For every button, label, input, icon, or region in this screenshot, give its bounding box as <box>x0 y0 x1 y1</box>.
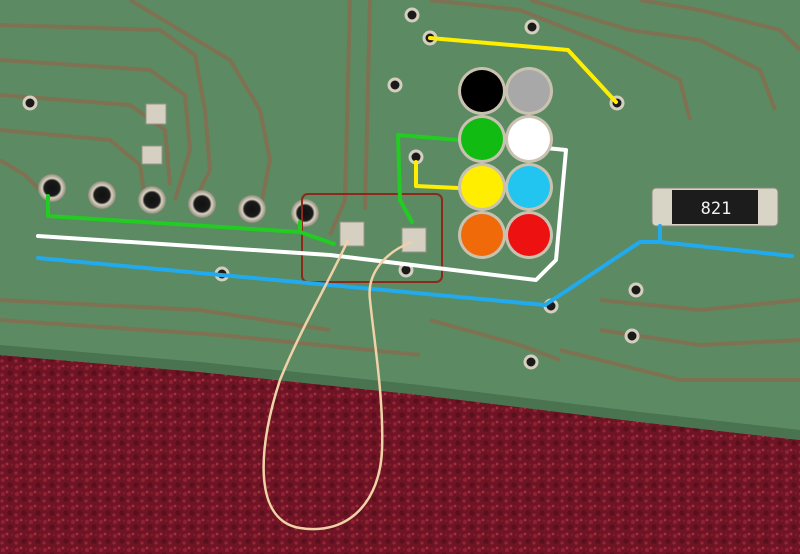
through-hole <box>138 186 166 214</box>
marker-green <box>461 118 503 160</box>
marker-yellow <box>461 166 503 208</box>
solder-pad <box>339 221 365 247</box>
marker-black <box>461 70 503 112</box>
through-hole <box>291 199 319 227</box>
via-hole <box>624 328 640 344</box>
yellow-line-2 <box>414 160 460 190</box>
copper-traces <box>0 0 800 382</box>
solder-pad <box>401 227 427 253</box>
connector-holes <box>38 174 319 227</box>
wire-markers <box>458 67 553 259</box>
cyan-line-2 <box>658 240 794 258</box>
square-pad <box>145 103 167 125</box>
through-hole <box>238 195 266 223</box>
yellow-line <box>428 36 618 104</box>
marker-red <box>508 214 550 256</box>
board-edge <box>0 345 800 440</box>
loose-wire <box>262 239 413 531</box>
white-line <box>36 146 568 282</box>
marker-cyan <box>508 166 550 208</box>
marker-gray <box>508 70 550 112</box>
green-line-2 <box>298 230 336 246</box>
cyan-line <box>36 224 662 307</box>
via-hole <box>628 282 644 298</box>
green-line <box>46 194 302 234</box>
through-hole <box>38 174 66 202</box>
via-hole <box>523 354 539 370</box>
marker-orange <box>461 214 503 256</box>
via-hole <box>22 95 38 111</box>
smd-resistor: 821 <box>651 187 779 227</box>
via-hole <box>404 7 420 23</box>
through-hole <box>88 181 116 209</box>
resistor-marking: 821 <box>701 199 732 219</box>
green-line-3 <box>396 133 462 224</box>
overlay-lines <box>36 36 794 307</box>
via-hole <box>387 77 403 93</box>
marker-white <box>508 118 550 160</box>
square-pad <box>141 145 163 165</box>
smd-pads <box>141 103 427 253</box>
via-hole <box>524 19 540 35</box>
through-hole <box>188 190 216 218</box>
